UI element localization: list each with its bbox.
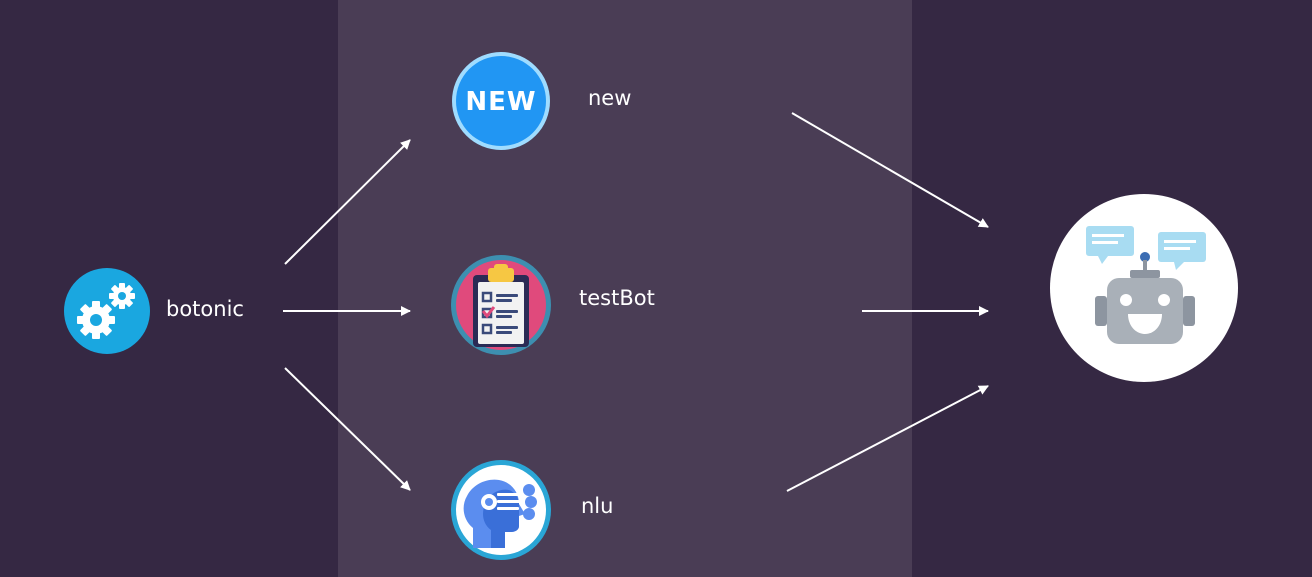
ai-head-icon [451,460,551,560]
node-label-botonic: botonic [166,297,244,321]
arrow-botonic-to-new [284,139,411,265]
node-label-new: new [588,86,632,110]
new-badge-icon: NEW [451,51,551,151]
arrow-nlu-to-bot [786,385,989,492]
new-badge-text: NEW [465,87,536,117]
node-label-testbot: testBot [579,286,655,310]
chatbot-icon [1050,194,1238,382]
speech-bubble-icon [1086,226,1134,264]
arrow-botonic-to-nlu [284,367,411,491]
arrow-new-to-bot [791,112,989,228]
middle-band [338,0,912,577]
node-label-nlu: nlu [581,494,614,518]
clipboard-checklist-icon [451,255,551,355]
gears-icon [64,268,150,354]
